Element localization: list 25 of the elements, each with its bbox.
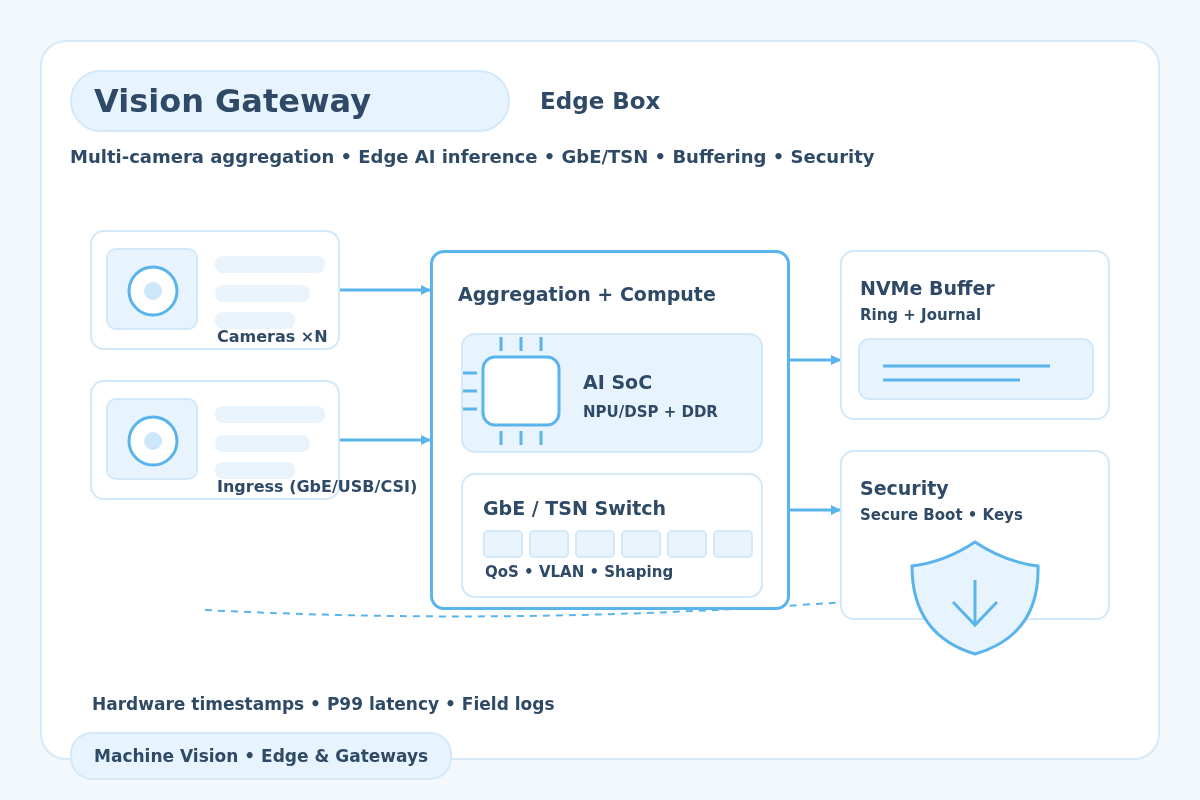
arrow [340,435,431,445]
node-title: Cameras ×N [217,327,328,346]
footer-note: Hardware timestamps • P99 latency • Field logs [92,694,555,714]
node-title: Security [860,477,949,499]
node-title: GbE / TSN Switch [483,497,667,519]
arrow [790,355,841,365]
node-subtitle: Ring + Journal [860,306,982,324]
node-card [840,250,1110,420]
node-card [461,333,763,453]
node-card [90,230,340,350]
node-card [461,473,763,598]
subtitle: Edge Box [540,88,661,114]
node-title: Ingress (GbE/USB/CSI) [217,477,418,496]
node-subtitle: Secure Boot • Keys [860,506,1023,524]
compute-panel [430,250,790,610]
node-title: Aggregation + Compute [458,283,716,305]
node-title: AI SoC [583,371,653,393]
category-pill: Machine Vision • Edge & Gateways [70,732,453,780]
arrow [340,285,431,295]
title-pill: Vision Gateway [70,70,510,132]
tagline: Multi-camera aggregation • Edge AI inference • GbE/TSN • Buffering • Security [70,146,875,167]
node-title: NVMe Buffer [860,277,995,299]
node-subtitle: QoS • VLAN • Shaping [485,563,674,581]
node-subtitle: NPU/DSP + DDR [583,403,718,421]
arrow [790,505,841,515]
